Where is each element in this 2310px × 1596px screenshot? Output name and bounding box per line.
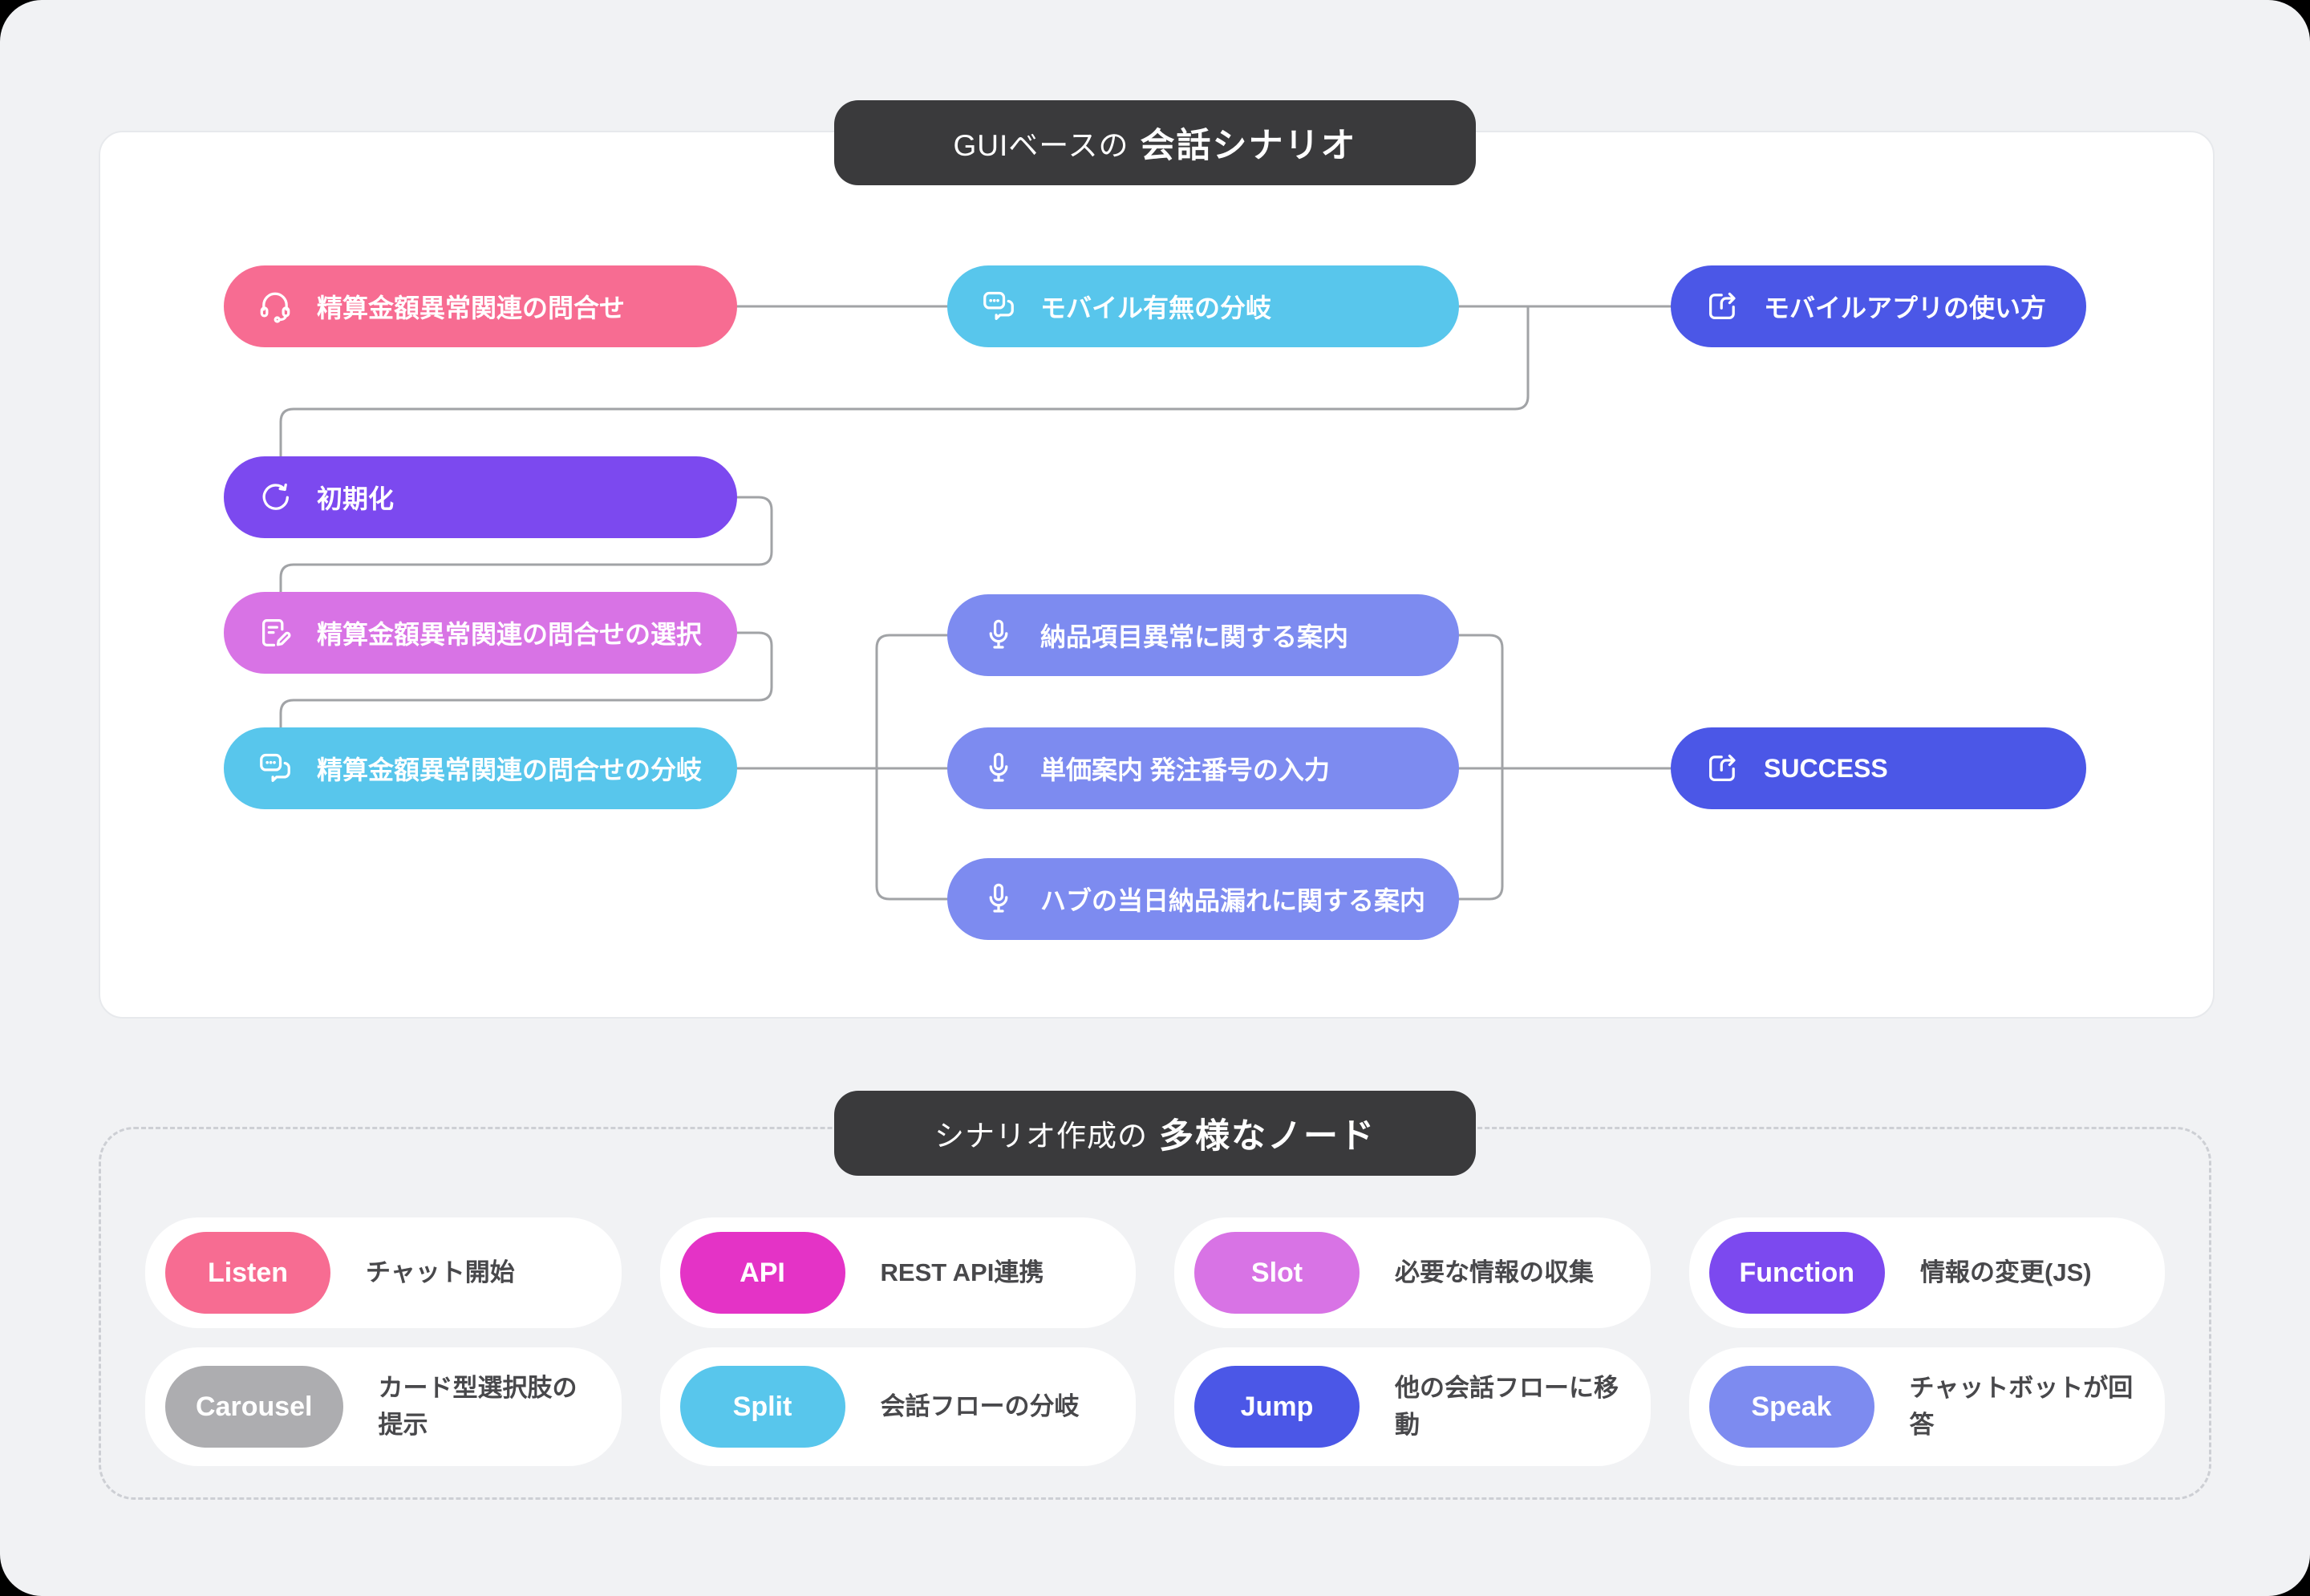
split-pill: Split: [679, 1366, 845, 1448]
flow-node-inquiry-branch[interactable]: 精算金額異常関連の問合せの分岐: [224, 727, 737, 809]
flow-node-label: モバイル有無の分岐: [1040, 294, 1272, 322]
flow-node-mobile-app-usage[interactable]: モバイルアプリの使い方: [1671, 265, 2086, 347]
carousel-pill: Carousel: [165, 1366, 343, 1448]
flow-node-label: SUCCESS: [1764, 753, 1888, 783]
flow-node-hub-missed-delivery-info[interactable]: ハブの当日納品漏れに関する案内: [947, 858, 1459, 940]
legend-title-prefix: シナリオ作成の: [934, 1120, 1148, 1152]
mic-icon: [979, 880, 1018, 918]
legend-item-carousel: Carousel カード型選択肢の提示: [145, 1347, 622, 1466]
slot-pill: Slot: [1194, 1232, 1360, 1314]
legend-description: 必要な情報の収集: [1395, 1258, 1594, 1286]
flow-node-label: 精算金額異常関連の問合せの選択: [317, 620, 703, 649]
legend-item-speak: Speak チャットボットが回答: [1688, 1347, 2165, 1466]
flow-node-label: 精算金額異常関連の問合せの分岐: [317, 755, 703, 784]
flow-node-label: モバイルアプリの使い方: [1764, 294, 2047, 322]
flow-node-label: 精算金額異常関連の問合せ: [317, 294, 626, 322]
flow-node-mobile-branch[interactable]: モバイル有無の分岐: [947, 265, 1459, 347]
flow-node-init[interactable]: 初期化: [224, 456, 737, 538]
api-pill: API: [679, 1232, 845, 1314]
legend-description: 情報の変更(JS): [1920, 1258, 2092, 1286]
legend-description: チャットボットが回答: [1909, 1373, 2134, 1440]
legend-item-listen: Listen チャット開始: [145, 1217, 622, 1328]
legend-item-api: API REST API連携: [659, 1217, 1136, 1328]
legend-section-title: シナリオ作成の 多様なノード: [834, 1091, 1476, 1176]
legend-item-split: Split 会話フローの分岐: [659, 1347, 1136, 1466]
flow-node-inquiry-select[interactable]: 精算金額異常関連の問合せの選択: [224, 592, 737, 674]
flow-section-title: GUIベースの 会話シナリオ: [834, 100, 1476, 185]
speak-pill: Speak: [1708, 1366, 1874, 1448]
legend-item-function: Function 情報の変更(JS): [1688, 1217, 2165, 1328]
listen-pill: Listen: [165, 1232, 330, 1314]
flow-title-emphasis: 会話シナリオ: [1140, 127, 1357, 165]
flow-node-label: 納品項目異常に関する案内: [1040, 622, 1349, 651]
chat-bubbles-icon: [256, 749, 294, 788]
legend-item-slot: Slot 必要な情報の収集: [1174, 1217, 1651, 1328]
legend-description: カード型選択肢の提示: [378, 1373, 578, 1440]
jump-icon: [1703, 287, 1741, 326]
legend-grid: Listen チャット開始 API REST API連携 Slot 必要な情報の…: [145, 1217, 2165, 1466]
legend-item-jump: Jump 他の会話フローに移動: [1174, 1347, 1651, 1466]
legend-description: 他の会話フローに移動: [1395, 1373, 1619, 1440]
flow-node-delivery-item-info[interactable]: 納品項目異常に関する案内: [947, 594, 1459, 676]
legend-panel: Listen チャット開始 API REST API連携 Slot 必要な情報の…: [99, 1127, 2211, 1500]
mic-icon: [979, 749, 1018, 788]
flow-node-unit-price-info[interactable]: 単価案内 発注番号の入力: [947, 727, 1459, 809]
chat-bubbles-icon: [979, 287, 1018, 326]
jump-icon: [1703, 749, 1741, 788]
flow-node-inquiry[interactable]: 精算金額異常関連の問合せ: [224, 265, 737, 347]
flow-node-label: 初期化: [317, 484, 395, 513]
function-pill: Function: [1708, 1232, 1886, 1314]
legend-description: チャット開始: [366, 1258, 515, 1286]
headset-icon: [256, 287, 294, 326]
legend-title-emphasis: 多様なノード: [1159, 1117, 1376, 1156]
jump-pill: Jump: [1194, 1366, 1360, 1448]
flow-node-success[interactable]: SUCCESS: [1671, 727, 2086, 809]
flow-title-prefix: GUIベースの: [953, 129, 1129, 162]
flow-node-label: ハブの当日納品漏れに関する案内: [1040, 886, 1426, 915]
mic-icon: [979, 616, 1018, 654]
refresh-icon: [256, 478, 294, 516]
flow-node-label: 単価案内 発注番号の入力: [1040, 755, 1330, 784]
legend-description: REST API連携: [880, 1258, 1044, 1286]
note-pencil-icon: [256, 614, 294, 652]
legend-description: 会話フローの分岐: [880, 1391, 1080, 1420]
